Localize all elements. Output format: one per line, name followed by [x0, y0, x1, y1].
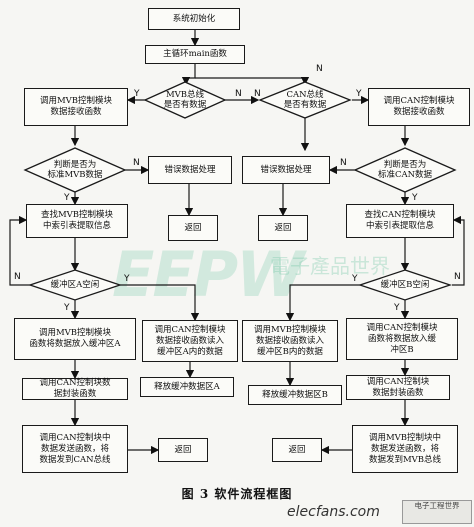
can-decision-shape — [258, 81, 352, 119]
main-loop-box: 主循环main函数 — [145, 45, 245, 64]
can-pack-box: 调用CAN控制块数 据封装函数 — [22, 378, 128, 400]
mvb-put-bufA-box: 调用MVB控制模块 函数将数据放入缓冲区A — [14, 318, 136, 360]
label-y: Y — [64, 193, 70, 203]
mvb-receive-box: 调用MVB控制模块 数据接收函数 — [24, 88, 128, 126]
label-y: Y — [134, 89, 140, 99]
bufA-decision-shape — [27, 269, 123, 301]
can-std-decision-shape — [353, 147, 457, 193]
can-pack2-box: 调用CAN控制块 数据封装函数 — [346, 375, 450, 400]
site-logo-badge: 电子工程世界 — [402, 500, 472, 524]
mvb-std-decision-shape — [23, 147, 127, 193]
bufB-decision-text: 缓冲区B空闲 — [380, 279, 430, 290]
can-send-box: 调用CAN控制块中 数据发送函数，将 数据发到CAN总线 — [22, 425, 128, 473]
label-n: N — [133, 158, 140, 168]
release-bufB-box: 释放缓冲数据区B — [248, 385, 342, 405]
decision-shapes — [23, 81, 457, 301]
mvb-decision-shape — [143, 81, 227, 119]
can-put-bufB-box: 调用CAN控制模块 函数将数据放入缓 冲区B — [346, 318, 458, 360]
bufA-decision-text: 缓冲区A空闲 — [50, 279, 100, 290]
label-y: Y — [394, 303, 400, 313]
init-box: 系统初始化 — [148, 8, 240, 30]
return-bottom-right-box: 返回 — [272, 438, 322, 462]
figure-caption: 图 3 软件流程框图 — [181, 487, 293, 501]
release-bufA-box: 释放缓冲数据区A — [140, 377, 234, 397]
label-n: N — [340, 158, 347, 168]
watermark: EEPW — [112, 238, 305, 311]
label-n: N — [316, 64, 323, 74]
label-n: N — [454, 272, 461, 282]
label-n: N — [235, 89, 242, 99]
return-bottom-left-box: 返回 — [158, 438, 208, 462]
label-y: Y — [64, 303, 70, 313]
label-y: Y — [124, 274, 130, 284]
can-lookup-box: 查找CAN控制模块 中索引表提取信息 — [346, 204, 454, 238]
error-left-box: 错误数据处理 — [148, 156, 232, 184]
watermark-sub: 電子產品世界 — [270, 254, 390, 278]
label-y: Y — [356, 89, 362, 99]
bufB-decision-shape — [357, 269, 453, 301]
can-receive-box: 调用CAN控制模块 数据接收函数 — [368, 88, 470, 126]
can-std-decision-text: 判断是否为 标准CAN数据 — [377, 159, 433, 181]
mvb-lookup-box: 查找MVB控制模块 中索引表提取信息 — [26, 204, 128, 238]
error-right-box: 错误数据处理 — [242, 156, 330, 184]
mvb-decision-text: MVB总线 是否有数据 — [163, 89, 207, 111]
mvb-send-box: 调用MVB控制块中 数据发送函数，将 数据发到MVB总线 — [352, 425, 458, 473]
can-read-bufA-box: 调用CAN控制模块 数据接收函数读入 缓冲区A内的数据 — [142, 320, 238, 362]
site-logo-text: elecfans.com — [287, 504, 380, 520]
can-decision-text: CAN总线 是否有数据 — [283, 89, 327, 111]
label-n: N — [14, 272, 21, 282]
label-n: N — [254, 89, 261, 99]
label-y: Y — [352, 274, 358, 284]
return-left-box: 返回 — [168, 215, 218, 241]
connectors — [9, 30, 465, 455]
mvb-read-bufB-box: 调用MVB控制模块 数据接收函数读入 缓冲区B内的数据 — [242, 320, 338, 362]
return-right-box: 返回 — [258, 215, 308, 241]
label-y: Y — [412, 193, 418, 203]
mvb-std-decision-text: 判断是否为 标准MVB数据 — [47, 159, 103, 181]
